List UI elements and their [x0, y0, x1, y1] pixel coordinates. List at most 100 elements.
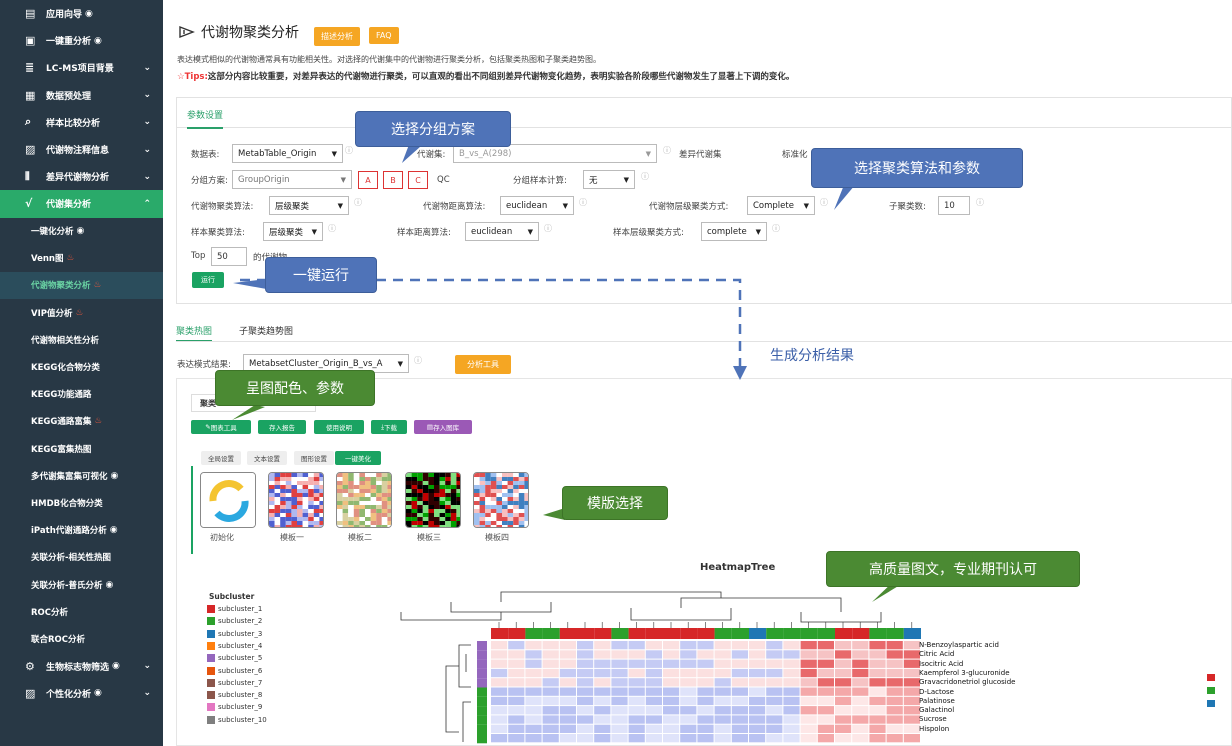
template-thumb-3[interactable] — [405, 472, 461, 528]
sidebar-item-metabset[interactable]: √代谢集分析⌃ — [0, 190, 163, 218]
help-icon[interactable]: ⓘ — [345, 146, 353, 155]
template-thumb-4[interactable] — [473, 472, 529, 528]
sample-dist-select[interactable]: euclidean▼ — [465, 222, 539, 241]
heatmap-cell — [817, 668, 834, 678]
toolbar-button-0[interactable]: ✎ 图表工具 — [191, 420, 251, 434]
heatmap-cell — [749, 734, 766, 743]
analysis-tools-button[interactable]: 分析工具 — [455, 355, 511, 374]
toolbar-button-2[interactable]: 使用说明 — [314, 420, 364, 434]
setting-tab-3[interactable]: 一键美化 — [335, 451, 381, 465]
sidebar-subitem-13[interactable]: 关联分析-普氏分析◉ — [0, 571, 163, 598]
heatmap-cell — [628, 706, 645, 715]
faq-button[interactable]: FAQ — [369, 27, 399, 44]
fire-icon: ♨ — [93, 280, 102, 291]
metab-dist-select[interactable]: euclidean▼ — [500, 196, 574, 215]
sidebar-bottom-1[interactable]: ▨个性化分析◉⌄ — [0, 680, 163, 707]
heatmap-cell — [559, 715, 576, 724]
sample-algo-select[interactable]: 层级聚类▼ — [263, 222, 323, 241]
sidebar-item-2[interactable]: ≣LC-MS项目背景⌄ — [0, 54, 163, 81]
template-thumb-1[interactable] — [268, 472, 324, 528]
heatmap-cell — [628, 641, 645, 650]
group-c-chip[interactable]: C — [408, 171, 428, 189]
group-a-chip[interactable]: A — [358, 171, 378, 189]
help-icon[interactable]: ⓘ — [663, 146, 671, 155]
group-b-chip[interactable]: B — [383, 171, 403, 189]
tab-subcluster-trend[interactable]: 子聚类趋势图 — [239, 327, 294, 337]
sidebar-subitem-11[interactable]: iPath代谢通路分析◉ — [0, 517, 163, 544]
sidebar-subitem-8[interactable]: KEGG富集热图 — [0, 435, 163, 462]
heatmap-cell — [903, 659, 920, 668]
quick-analysis-button[interactable]: 描述分析 — [314, 27, 360, 46]
heatmap-cell — [663, 724, 680, 733]
heatmap-cell — [611, 668, 628, 678]
tab-params[interactable]: 参数设置 — [187, 108, 224, 129]
heatmap-cell — [628, 628, 646, 639]
help-icon[interactable]: ⓘ — [544, 224, 552, 233]
heatmap-cell — [491, 641, 508, 650]
group-calc-select[interactable]: 无▼ — [583, 170, 635, 189]
toolbar-button-1[interactable]: 存入报告 — [258, 420, 306, 434]
heatmap-cell — [869, 668, 886, 678]
sample-algo-label: 样本聚类算法: — [191, 228, 245, 238]
help-icon[interactable]: ⓘ — [820, 198, 828, 207]
gene-label: Galactinol — [919, 706, 955, 715]
qc-label[interactable]: QC — [437, 175, 450, 185]
help-icon[interactable]: ⓘ — [414, 356, 422, 365]
help-icon[interactable]: ⓘ — [328, 224, 336, 233]
sidebar-bottom-0[interactable]: ⚙生物标志物筛选◉⌄ — [0, 653, 163, 680]
bars-icon: ⫴ — [25, 169, 30, 183]
table-select[interactable]: MetabTable_Origin▼ — [232, 144, 343, 163]
help-icon[interactable]: ⓘ — [976, 198, 984, 207]
heatmap-cell — [783, 715, 800, 724]
metabset-select[interactable]: B_vs_A(298)▼ — [453, 144, 657, 163]
sidebar-subitem-1[interactable]: Venn图♨ — [0, 245, 163, 272]
sidebar-item-3[interactable]: ▦数据预处理⌄ — [0, 82, 163, 109]
group-select[interactable]: GroupOrigin▼ — [232, 170, 352, 189]
sidebar-item-4[interactable]: ⌕样本比较分析⌄ — [0, 109, 163, 136]
template-thumb-2[interactable] — [336, 472, 392, 528]
sidebar-subitem-4[interactable]: 代谢物相关性分析 — [0, 326, 163, 353]
help-icon[interactable]: ⓘ — [579, 198, 587, 207]
subcluster-count-input[interactable]: 10 — [938, 196, 970, 215]
sidebar-subitem-12[interactable]: 关联分析-相关性热图 — [0, 544, 163, 571]
heatmap-cell — [697, 659, 714, 668]
sample-link-select[interactable]: complete▼ — [701, 222, 767, 241]
tab-cluster-heatmap[interactable]: 聚类热图 — [176, 324, 213, 342]
heatmap-cell — [491, 734, 508, 743]
top-label: Top — [191, 251, 206, 261]
sidebar-subitem-0[interactable]: 一键化分析◉ — [0, 218, 163, 245]
sidebar-subitem-9[interactable]: 多代谢集富集可视化◉ — [0, 462, 163, 489]
toolbar-button-3[interactable]: ⤓ 下载 — [371, 420, 407, 434]
sidebar-item-0[interactable]: ▤应用向导◉ — [0, 0, 163, 27]
template-thumb-0[interactable] — [200, 472, 256, 528]
sidebar-subitem-14[interactable]: ROC分析 — [0, 598, 163, 625]
sidebar-item-1[interactable]: ▣一键重分析◉ — [0, 27, 163, 54]
metab-link-select[interactable]: Complete▼ — [747, 196, 815, 215]
sidebar-subitem-6[interactable]: KEGG功能通路 — [0, 381, 163, 408]
help-icon[interactable]: ⓘ — [641, 172, 649, 181]
help-icon[interactable]: ⓘ — [772, 224, 780, 233]
sidebar-item-label: 多代谢集富集可视化 — [31, 471, 108, 482]
metab-algo-select[interactable]: 层级聚类▼ — [269, 196, 349, 215]
sidebar-item-6[interactable]: ⫴差异代谢物分析⌄ — [0, 163, 163, 190]
help-icon[interactable]: ⓘ — [354, 198, 362, 207]
sidebar-subitem-7[interactable]: KEGG通路富集♨ — [0, 408, 163, 435]
sidebar-subitem-15[interactable]: 联合ROC分析 — [0, 625, 163, 652]
legend-swatch — [207, 703, 215, 712]
heatmap-cell — [525, 715, 542, 724]
sidebar-subitem-2[interactable]: 代谢物聚类分析♨ — [0, 271, 163, 300]
heatmap-cell — [749, 706, 766, 715]
fire-icon: ♨ — [75, 307, 84, 318]
setting-tab-1[interactable]: 文本设置 — [247, 451, 287, 465]
heatmap-cell — [766, 724, 783, 733]
setting-tab-2[interactable]: 图形设置 — [294, 451, 334, 465]
sidebar-subitem-10[interactable]: HMDB化合物分类 — [0, 489, 163, 516]
setting-tab-0[interactable]: 全局设置 — [201, 451, 241, 465]
run-button[interactable]: 运行 — [192, 272, 224, 288]
sidebar-subitem-5[interactable]: KEGG化合物分类 — [0, 353, 163, 380]
toolbar-button-4[interactable]: ▤ 存入图库 — [414, 420, 472, 434]
top-n-input[interactable]: 50 — [211, 247, 247, 266]
sidebar-item-5[interactable]: ▨代谢物注释信息⌄ — [0, 136, 163, 163]
heatmap-cell — [766, 641, 783, 650]
sidebar-subitem-3[interactable]: VIP值分析♨ — [0, 299, 163, 326]
